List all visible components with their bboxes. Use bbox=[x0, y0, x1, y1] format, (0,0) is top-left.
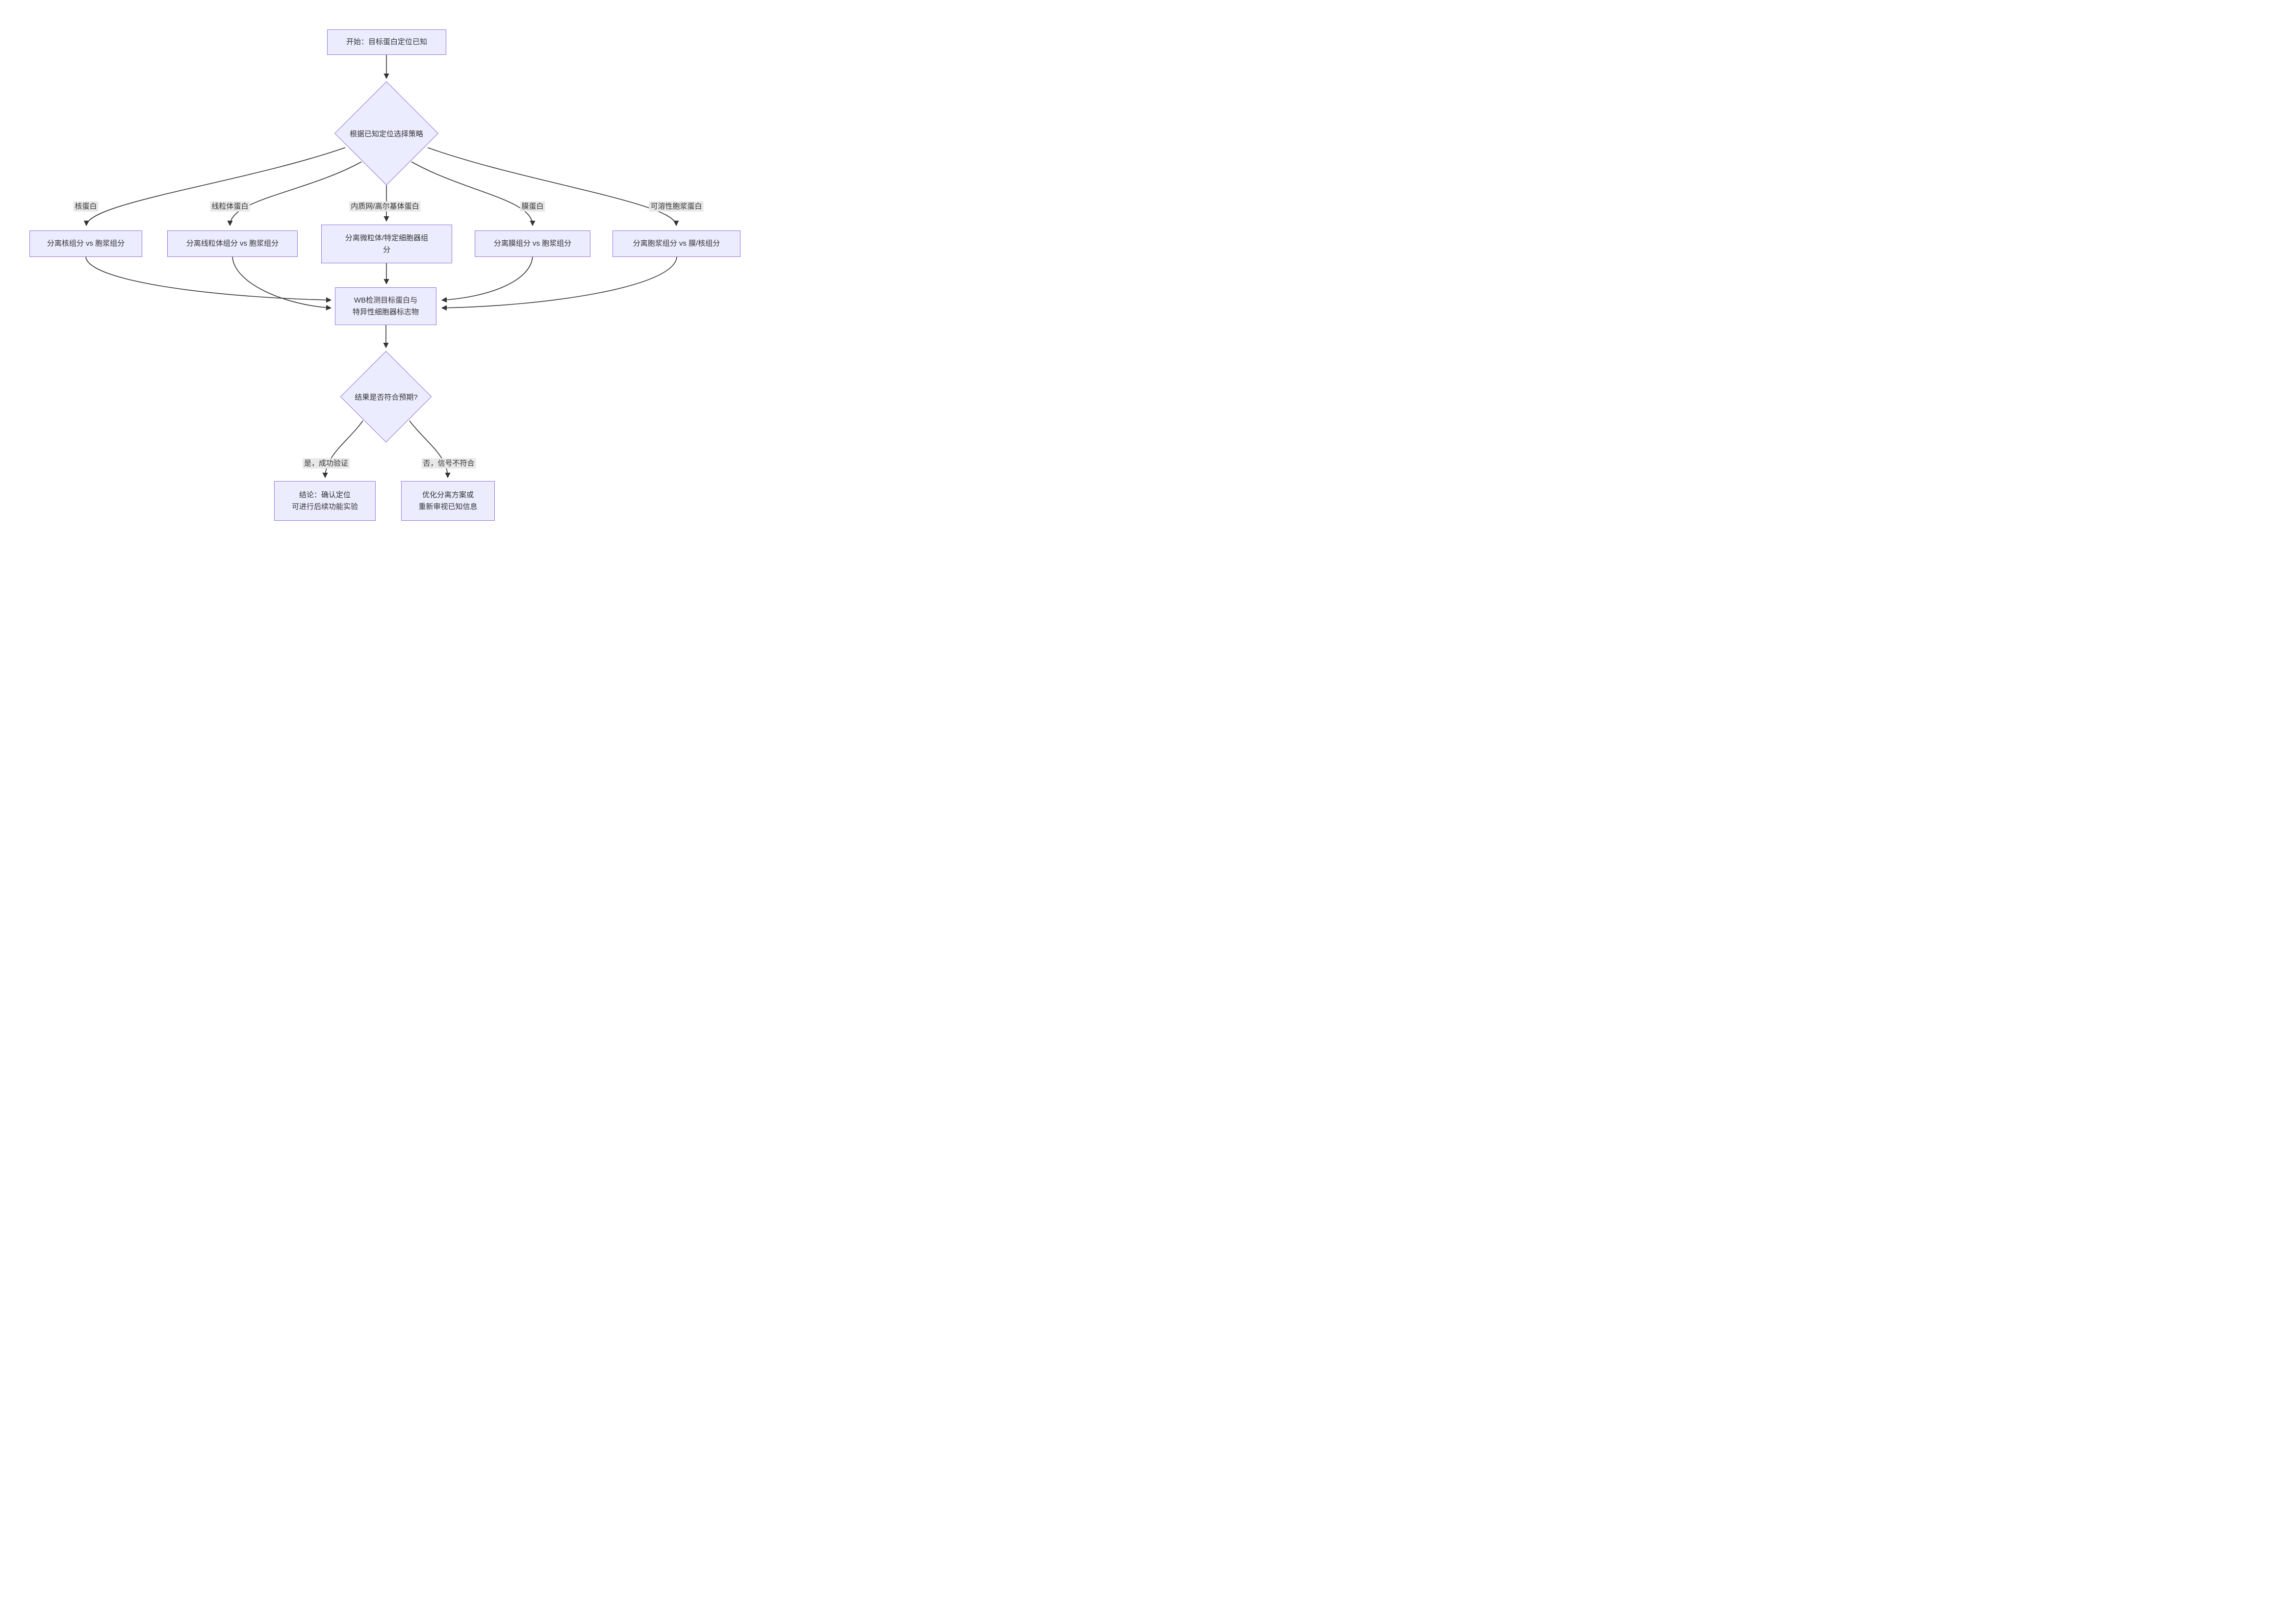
node-nuclear-fractionation-label: 分离核组分 vs 胞浆组分 bbox=[47, 239, 125, 248]
node-microsomal-fractionation-line2: 分 bbox=[383, 245, 390, 254]
edge-strategy-to-membrane bbox=[411, 161, 536, 227]
node-start-label: 开始：目标蛋白定位已知 bbox=[346, 38, 427, 46]
node-mitochondrial-fractionation: 分离线粒体组分 vs 胞浆组分 bbox=[167, 230, 298, 257]
node-cytosol-fractionation: 分离胞浆组分 vs 膜/核组分 bbox=[613, 230, 740, 257]
node-wb-detection-line1: WB检测目标蛋白与 bbox=[354, 296, 418, 304]
edge-lines bbox=[83, 55, 679, 479]
node-conclusion: 结论：确认定位 可进行后续功能实验 bbox=[274, 481, 376, 521]
edge-strategy-to-nuclear bbox=[83, 147, 346, 227]
node-membrane-fractionation-label: 分离膜组分 vs 胞浆组分 bbox=[493, 239, 572, 248]
edge-mito-to-wb bbox=[232, 256, 332, 310]
node-microsomal-fractionation: 分离微粒体/特定细胞器组 分 bbox=[321, 225, 452, 263]
node-microsomal-fractionation-line1: 分离微粒体/特定细胞器组 bbox=[345, 233, 429, 242]
edge-label-er-golgi-protein: 内质网/高尔基体蛋白 bbox=[349, 201, 421, 212]
node-decision-expected-result-label: 结果是否符合预期? bbox=[355, 393, 418, 402]
edge-expect-to-optimize bbox=[409, 420, 451, 479]
node-optimize: 优化分离方案或 重新审视已知信息 bbox=[401, 481, 495, 521]
node-conclusion-line1: 结论：确认定位 bbox=[299, 490, 351, 499]
node-wb-detection-line2: 特异性细胞器标志物 bbox=[352, 307, 419, 316]
edge-membrane-to-wb bbox=[441, 256, 533, 303]
node-wb-detection: WB检测目标蛋白与 特异性细胞器标志物 bbox=[335, 287, 436, 325]
edge-label-soluble-cytosolic-protein: 可溶性胞浆蛋白 bbox=[649, 201, 704, 212]
edge-label-nuclear-protein: 核蛋白 bbox=[73, 201, 99, 212]
flowchart-canvas: 核蛋白 线粒体蛋白 内质网/高尔基体蛋白 膜蛋白 可溶性胞浆蛋白 是，成功验证 … bbox=[0, 0, 757, 541]
node-start: 开始：目标蛋白定位已知 bbox=[327, 29, 446, 55]
edge-nuclear-to-wb bbox=[85, 256, 332, 303]
edge-strategy-to-cytosol bbox=[427, 147, 679, 227]
edge-label-mitochondrial-protein: 线粒体蛋白 bbox=[210, 201, 250, 212]
node-nuclear-fractionation: 分离核组分 vs 胞浆组分 bbox=[29, 230, 142, 257]
edge-strategy-to-mito bbox=[227, 161, 362, 227]
node-optimize-line1: 优化分离方案或 bbox=[422, 490, 474, 499]
node-decision-strategy-label: 根据已知定位选择策略 bbox=[349, 129, 423, 138]
node-cytosol-fractionation-label: 分离胞浆组分 vs 膜/核组分 bbox=[633, 239, 720, 248]
edge-label-no-signal-mismatch: 否，信号不符合 bbox=[421, 458, 476, 469]
edge-label-yes-validated: 是，成功验证 bbox=[302, 458, 350, 469]
node-optimize-line2: 重新审视已知信息 bbox=[418, 502, 478, 511]
node-mitochondrial-fractionation-label: 分离线粒体组分 vs 胞浆组分 bbox=[186, 239, 279, 248]
edge-label-membrane-protein: 膜蛋白 bbox=[520, 201, 545, 212]
node-membrane-fractionation: 分离膜组分 vs 胞浆组分 bbox=[475, 230, 590, 257]
edge-cytosol-to-wb bbox=[441, 256, 677, 311]
edge-expect-to-conclusion bbox=[322, 420, 363, 479]
node-conclusion-line2: 可进行后续功能实验 bbox=[291, 502, 358, 511]
